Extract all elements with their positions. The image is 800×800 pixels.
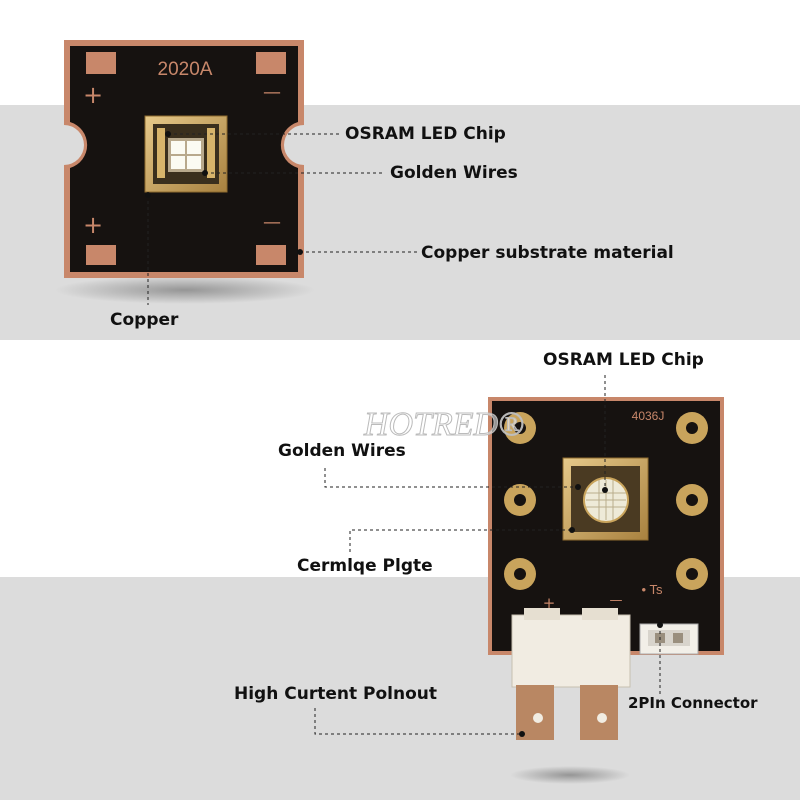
bottom-led-board [488, 397, 724, 784]
top-led-board [55, 40, 315, 304]
mounting-hole-1 [504, 412, 536, 444]
top-model-code: 2020A [158, 59, 213, 80]
bottom-plus-sign: + [543, 594, 556, 612]
label-ceramic-plate: Cermlqe Plgte [297, 556, 433, 576]
bottom-leader-lines [314, 375, 661, 735]
top-led-die-4 [187, 156, 201, 169]
terminal-tab-right [580, 685, 618, 740]
label-copper-substrate: Copper substrate material [421, 243, 674, 263]
top-led-die-3 [171, 156, 185, 169]
top-pad-bottom-right [256, 245, 286, 265]
top-plus-sign-1: + [83, 81, 103, 109]
label-golden-wires-bottom: Golden Wires [278, 441, 406, 461]
label-2pin-connector: 2PIn Connector [628, 694, 758, 712]
top-leader-dots [145, 131, 303, 255]
mounting-hole-2 [676, 412, 708, 444]
bottom-leader-dots [519, 484, 663, 737]
mounting-hole-4 [676, 484, 708, 516]
top-led-die-2 [187, 141, 201, 154]
mounting-hole-6 [676, 558, 708, 590]
label-osram-chip-bottom: OSRAM LED Chip [543, 350, 704, 370]
top-pad-top-left [86, 52, 116, 74]
top-pad-top-right [256, 52, 286, 74]
temperature-sensor-label: • Ts [642, 582, 663, 597]
top-leader-lines [147, 133, 418, 305]
label-high-current-pinout: High Curtent Polnout [234, 684, 437, 704]
high-current-terminal [511, 614, 631, 688]
terminal-tab-left [516, 685, 554, 740]
label-osram-chip-top: OSRAM LED Chip [345, 124, 506, 144]
mounting-hole-5 [504, 558, 536, 590]
top-minus-sign-1: — [263, 82, 281, 103]
hotred-watermark: HOTRED® [363, 406, 524, 443]
bottom-minus-sign: — [610, 593, 623, 608]
label-golden-wires-top: Golden Wires [390, 163, 518, 183]
top-led-die-1 [171, 141, 185, 154]
bottom-model-code: 4036J [632, 409, 665, 423]
top-minus-sign-2: — [263, 212, 281, 233]
label-copper: Copper [110, 310, 179, 330]
mounting-hole-3 [504, 484, 536, 516]
top-pad-bottom-left [86, 245, 116, 265]
top-plus-sign-2: + [83, 211, 103, 239]
